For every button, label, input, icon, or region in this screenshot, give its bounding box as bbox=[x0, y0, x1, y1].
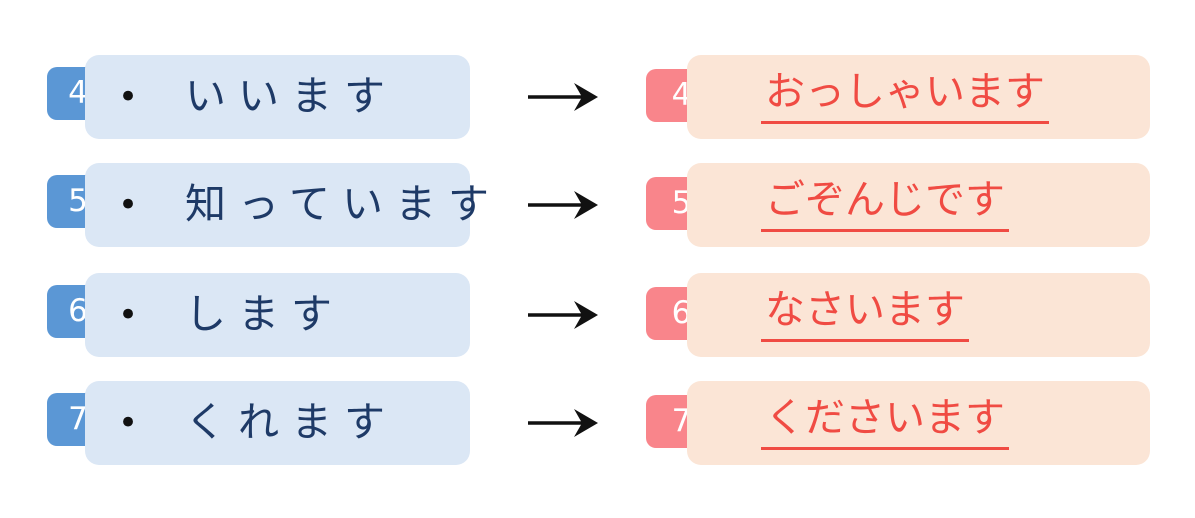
bullet-dot-icon: • bbox=[118, 77, 139, 117]
honorific-verb-label: くださいます bbox=[761, 396, 1009, 450]
honorific-verb-box: おっしゃいます bbox=[687, 55, 1150, 139]
honorific-verb-box: くださいます bbox=[687, 381, 1150, 465]
plain-verb-box: • 知っています bbox=[85, 163, 489, 247]
plain-verb-label: します bbox=[185, 290, 344, 339]
arrow-right-icon bbox=[528, 409, 598, 437]
bullet-dot-icon: • bbox=[118, 295, 139, 335]
honorific-verb-box: なさいます bbox=[687, 273, 1150, 357]
mapping-row: 4 • いいます 4 おっしゃいます bbox=[0, 55, 1195, 139]
plain-verb-box: • します bbox=[85, 273, 470, 357]
plain-verb-box: • くれます bbox=[85, 381, 470, 465]
plain-verb-box: • いいます bbox=[85, 55, 470, 139]
bullet-dot-icon: • bbox=[118, 403, 139, 443]
plain-verb-label: 知っています bbox=[185, 180, 501, 229]
plain-verb-label: くれます bbox=[185, 398, 397, 447]
arrow-right-icon bbox=[528, 83, 598, 111]
honorific-verb-label: ごぞんじです bbox=[761, 178, 1009, 232]
honorific-verb-label: おっしゃいます bbox=[761, 70, 1049, 124]
honorific-verb-box: ごぞんじです bbox=[687, 163, 1150, 247]
mapping-row: 6 • します 6 なさいます bbox=[0, 273, 1195, 357]
mapping-row: 5 • 知っています 5 ごぞんじです bbox=[0, 163, 1195, 247]
mapping-row: 7 • くれます 7 くださいます bbox=[0, 381, 1195, 465]
arrow-right-icon bbox=[528, 301, 598, 329]
bullet-dot-icon: • bbox=[118, 185, 139, 225]
arrow-right-icon bbox=[528, 191, 598, 219]
honorific-verb-label: なさいます bbox=[761, 288, 969, 342]
plain-verb-label: いいます bbox=[185, 72, 397, 121]
